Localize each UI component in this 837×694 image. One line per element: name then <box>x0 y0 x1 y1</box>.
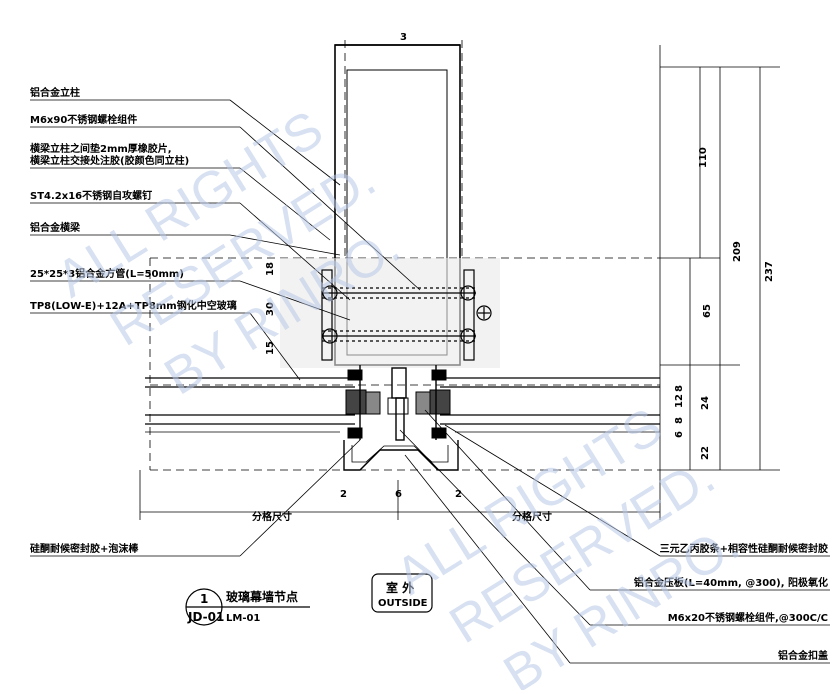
dim-237: 237 <box>764 261 775 282</box>
outside-box: 室 外 OUTSIDE <box>371 573 433 613</box>
detail-number: 1 <box>200 592 208 606</box>
label-epdm-gasket: 三元乙丙胶条+相容性硅酮耐候密封胶 <box>660 542 828 555</box>
bolt-assembly <box>321 269 492 361</box>
outside-cn: 室 外 <box>386 580 414 595</box>
labels-left: 铝合金立柱 M6x90不锈钢螺栓组件 横梁立柱之间垫2mm厚橡胶片, 横梁立柱交… <box>30 86 237 555</box>
dim-6b: 6 <box>395 489 402 500</box>
label-aluminium-column: 铝合金立柱 <box>30 86 80 99</box>
label-sealant-joint: 横梁立柱交接处注胶(胶颜色同立柱) <box>30 154 189 167</box>
watermark: ALL RIGHTS RESERVED. BY RINRO. <box>47 100 410 406</box>
detail-code: LM-01 <box>226 613 260 624</box>
dim-24: 24 <box>700 396 711 410</box>
outside-en: OUTSIDE <box>378 598 428 609</box>
grid-size-left: 分格尺寸 <box>252 510 292 523</box>
detail-sheet: JD-01 <box>187 610 224 624</box>
dim-top-width: 3 <box>400 32 407 43</box>
dim-8b: 8 <box>674 417 685 424</box>
dim-15: 15 <box>265 341 276 355</box>
dimension-texts: 3 110 209 237 65 18 30 15 24 22 8 12 8 6… <box>252 32 775 523</box>
label-aluminium-transom: 铝合金横梁 <box>30 221 81 234</box>
label-square-tube: 25*25*3铝合金方管(L=50mm) <box>30 267 184 280</box>
label-m6x20-bolt: M6x20不锈钢螺栓组件,@300C/C <box>668 611 828 624</box>
pressure-plate-and-cap <box>343 365 459 471</box>
dim-30: 30 <box>265 302 276 316</box>
column-centerlines <box>344 40 463 260</box>
detail-title: 玻璃幕墙节点 <box>226 589 298 604</box>
dim-8a: 8 <box>674 385 685 392</box>
label-pressure-plate: 铝合金压板(L=40mm, @300), 阳极氧化 <box>634 576 828 589</box>
dim-209: 209 <box>732 241 743 262</box>
dim-110: 110 <box>698 147 709 168</box>
dim-65: 65 <box>702 304 713 318</box>
label-st42-screw: ST4.2x16不锈钢自攻螺钉 <box>30 189 152 202</box>
gaskets-and-spacers <box>345 369 451 439</box>
dimension-lines-right <box>139 45 780 520</box>
dim-6: 6 <box>674 431 685 438</box>
transom-hatch-area <box>280 258 500 368</box>
label-m6x90-bolt: M6x90不锈钢螺栓组件 <box>30 113 137 126</box>
label-aluminium-cap: 铝合金扣盖 <box>778 649 828 662</box>
dim-2b: 2 <box>455 489 462 500</box>
dim-2a: 2 <box>340 489 347 500</box>
dim-12: 12 <box>674 394 685 408</box>
grid-size-right: 分格尺寸 <box>512 510 552 523</box>
insulated-glass-panels <box>145 377 660 433</box>
label-silicone-sealant: 硅酮耐候密封胶+泡沫棒 <box>30 542 139 555</box>
leader-lines-left <box>30 99 421 557</box>
dim-22: 22 <box>700 446 711 460</box>
label-insulated-glass: TP8(LOW-E)+12A+TP8mm钢化中空玻璃 <box>30 299 237 312</box>
dim-18: 18 <box>265 262 276 276</box>
leader-lines-right <box>399 409 830 664</box>
labels-right: 三元乙丙胶条+相容性硅酮耐候密封胶 铝合金压板(L=40mm, @300), 阳… <box>634 542 828 662</box>
label-rubber-pad: 横梁立柱之间垫2mm厚橡胶片, <box>30 142 172 155</box>
title-block: 1 JD-01 玻璃幕墙节点 LM-01 <box>185 588 310 626</box>
